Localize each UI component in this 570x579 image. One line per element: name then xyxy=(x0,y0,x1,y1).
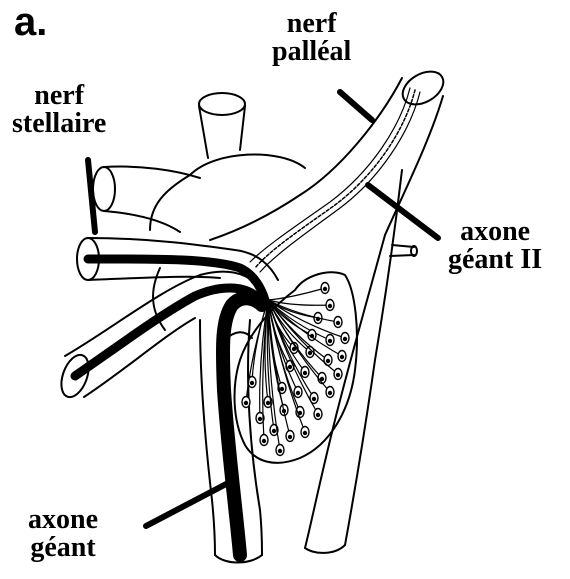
left-nerve-stump xyxy=(93,167,200,232)
panel-label: a. xyxy=(14,2,47,42)
label-axone-geant: axone géant xyxy=(28,506,98,562)
neuron-nucleus xyxy=(250,381,254,385)
neuron-nucleus xyxy=(312,397,316,401)
leader-stellaire xyxy=(88,160,95,232)
neuron-nucleus xyxy=(316,413,320,417)
label-nerf-stellaire-line2: stellaire xyxy=(12,110,106,138)
label-axone-geant-ii-line2: géant II xyxy=(448,246,542,274)
leader-axone-ii xyxy=(368,185,438,238)
label-axone-geant-line1: axone xyxy=(28,506,98,534)
label-nerf-stellaire-line1: nerf xyxy=(12,82,106,110)
neuron-nucleus xyxy=(288,365,292,369)
neuron-nucleus xyxy=(340,355,344,359)
neuron-nucleus xyxy=(336,321,340,325)
neuron-nucleus xyxy=(323,287,327,291)
neuron-nucleus xyxy=(258,417,262,421)
neuron-nucleus xyxy=(343,337,347,341)
neuron-nucleus xyxy=(278,449,282,453)
label-axone-geant-ii-line1: axone xyxy=(448,218,542,246)
neuron-nucleus xyxy=(303,371,307,375)
neuron-nucleus xyxy=(288,435,292,439)
neuron-nucleus xyxy=(328,391,332,395)
label-axone-geant-ii: axone géant II xyxy=(448,218,542,274)
label-nerf-palleal-line2: palléal xyxy=(272,38,351,66)
neuron-nucleus xyxy=(296,391,300,395)
right-small-stump xyxy=(390,245,417,256)
leader-axone xyxy=(146,482,230,526)
neuron-nucleus xyxy=(326,359,330,363)
neuron-nucleus xyxy=(244,401,248,405)
giant-axon-nerve xyxy=(200,298,262,562)
label-nerf-palleal-line1: nerf xyxy=(272,10,351,38)
label-nerf-stellaire: nerf stellaire xyxy=(12,82,106,138)
neuron-fibre xyxy=(268,288,325,300)
neuron-nucleus xyxy=(328,339,332,343)
upper-nerve-stump xyxy=(199,93,245,158)
neuron-nucleus xyxy=(280,387,284,391)
neuron-nucleus xyxy=(328,304,332,308)
neuron-nucleus xyxy=(262,439,266,443)
label-nerf-palleal: nerf palléal xyxy=(272,10,351,66)
neuron-nucleus xyxy=(303,431,307,435)
neuron-nucleus xyxy=(336,373,340,377)
neuron-nucleus xyxy=(272,429,276,433)
neuron-nucleus xyxy=(266,401,270,405)
leader-palleal xyxy=(340,92,372,120)
label-axone-geant-line2: géant xyxy=(28,534,98,562)
